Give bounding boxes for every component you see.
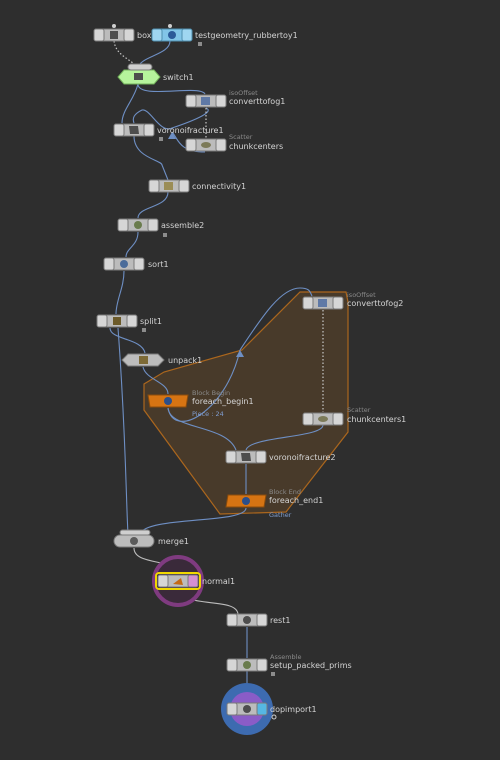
lock-icon (159, 137, 163, 141)
node-label: dopimport1 (270, 705, 317, 714)
cube-icon (110, 31, 118, 39)
node-label: testgeometry_rubbertoy1 (195, 31, 298, 40)
assemble-icon (134, 221, 142, 229)
node-label: normal1 (202, 577, 235, 586)
rest-icon (243, 616, 251, 624)
node-label: switch1 (163, 73, 194, 82)
merge-icon (130, 537, 138, 545)
switch-icon (134, 73, 143, 80)
unpack-icon (139, 356, 148, 364)
node-sort1[interactable]: sort1 (103, 257, 169, 271)
node-type: Assemble (270, 653, 301, 661)
node-foreach-begin1[interactable]: Block Begin foreach_begin1 Piece : 24 (147, 389, 254, 418)
node-label: foreach_end1 (269, 496, 323, 505)
node-label: chunkcenters (229, 142, 283, 151)
node-normal1[interactable]: normal1 (152, 555, 235, 607)
node-merge1[interactable]: merge1 (113, 529, 189, 548)
node-connectivity1[interactable]: connectivity1 (148, 179, 246, 193)
foreach-icon (242, 497, 250, 505)
node-label: merge1 (158, 537, 189, 546)
foreach-icon (164, 397, 172, 405)
rubber-toy-icon (168, 31, 176, 39)
node-type: isoOffset (347, 291, 376, 299)
fracture-icon (241, 453, 251, 461)
assemble-icon (243, 661, 251, 669)
node-converttofog2[interactable]: isoOffset converttofog2 (302, 291, 403, 310)
node-label: voronoifracture1 (157, 126, 224, 135)
node-assemble2[interactable]: assemble2 (117, 218, 204, 237)
node-label: assemble2 (161, 221, 204, 230)
cloud-icon (201, 97, 210, 105)
node-type: Scatter (229, 133, 253, 141)
node-note: Piece : 24 (192, 410, 224, 418)
node-label: box (137, 31, 152, 40)
sort-icon (120, 260, 128, 268)
node-label: sort1 (148, 260, 169, 269)
node-voronoifracture1[interactable]: voronoifracture1 (113, 123, 224, 141)
node-foreach-end1[interactable]: Block End foreach_end1 Gather (225, 488, 323, 519)
node-label: connectivity1 (192, 182, 246, 191)
lock-icon (198, 42, 202, 46)
lock-icon (142, 328, 146, 332)
node-type: Scatter (347, 406, 371, 414)
node-type: isoOffset (229, 89, 258, 97)
node-testgeometry-rubbertoy1[interactable]: testgeometry_rubbertoy1 (151, 24, 298, 46)
node-chunkcenters1[interactable]: Scatter chunkcenters1 (302, 406, 406, 426)
node-label: split1 (140, 317, 162, 326)
node-unpack1[interactable]: unpack1 (121, 353, 202, 367)
node-label: rest1 (270, 616, 290, 625)
lock-icon (271, 672, 275, 676)
node-label: unpack1 (168, 356, 202, 365)
split-icon (113, 317, 121, 325)
node-type: Block Begin (192, 389, 230, 397)
output-port-icon (271, 714, 277, 720)
node-box[interactable]: box (93, 24, 152, 42)
node-label: setup_packed_prims (270, 661, 352, 670)
node-split1[interactable]: split1 (96, 314, 162, 332)
dop-import-icon (243, 705, 251, 713)
scatter-icon (201, 142, 211, 148)
node-dopimport1[interactable]: dopimport1 (221, 683, 317, 735)
wire-arrow-icon (168, 132, 176, 139)
node-type: Block End (269, 488, 301, 496)
connectivity-icon (164, 182, 173, 190)
node-label: chunkcenters1 (347, 415, 406, 424)
node-label: voronoifracture2 (269, 453, 336, 462)
node-note: Gather (269, 511, 292, 519)
node-label: converttofog2 (347, 299, 403, 308)
node-rest1[interactable]: rest1 (226, 613, 290, 627)
node-voronoifracture2[interactable]: voronoifracture2 (225, 450, 336, 464)
normal-icon (173, 578, 183, 585)
wire-arrow-icon (236, 350, 244, 357)
cloud-icon (318, 299, 327, 307)
node-converttofog1[interactable]: isoOffset converttofog1 (185, 89, 285, 108)
node-chunkcenters[interactable]: Scatter chunkcenters (185, 133, 283, 152)
foreach-block-region (143, 291, 349, 515)
node-setup-packed-prims[interactable]: Assemble setup_packed_prims (226, 653, 352, 676)
fracture-icon (129, 126, 139, 134)
node-label: converttofog1 (229, 97, 285, 106)
node-switch1[interactable]: switch1 (117, 63, 194, 85)
scatter-icon (318, 416, 328, 422)
node-label: foreach_begin1 (192, 397, 254, 406)
lock-icon (163, 233, 167, 237)
